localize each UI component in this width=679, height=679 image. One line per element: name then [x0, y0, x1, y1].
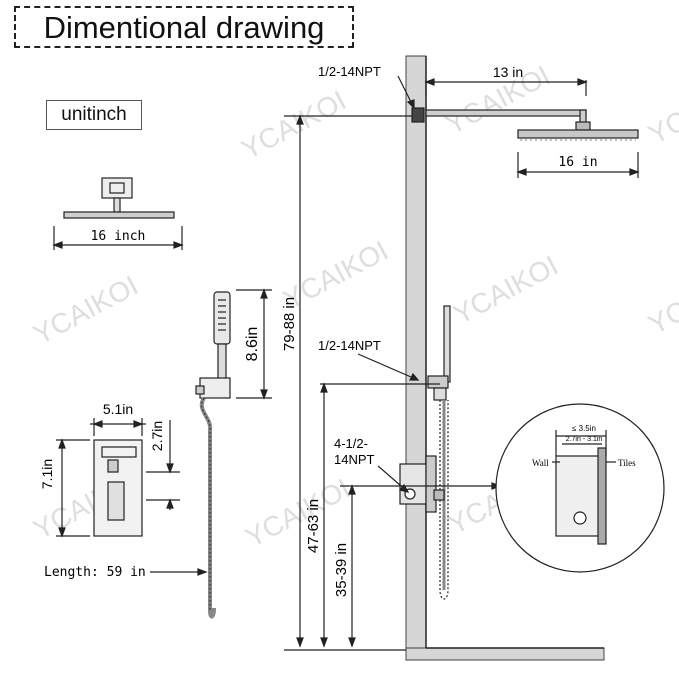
shower-arm — [397, 75, 640, 178]
npt-mid-label: 1/2-14NPT — [318, 338, 381, 353]
head-width-label: 16 inch — [91, 229, 146, 244]
title-frame: Dimentional drawing — [14, 6, 354, 48]
handheld-height-label: 8.6in — [244, 327, 261, 362]
valve-height-label: 47-63 in — [305, 499, 322, 553]
npt-valve-label-1: 4-1/2- — [334, 436, 368, 451]
tiles-label: Tiles — [618, 458, 636, 468]
total-height-label: 79-88 in — [281, 297, 298, 351]
plate-inner-label: 2.7in — [149, 421, 165, 451]
page-title: Dimentional drawing — [43, 10, 325, 45]
total-height-dim — [284, 114, 412, 651]
depth-detail — [495, 403, 665, 573]
unit-label: unitinch — [61, 104, 127, 125]
arm-length-label: 13 in — [493, 64, 523, 80]
hose-length-arrow — [150, 568, 208, 576]
plate-width-label: 5.1in — [103, 401, 133, 417]
plate-height-label: 7.1in — [39, 459, 55, 489]
wall-fixtures — [320, 305, 502, 648]
watermark: YCAIKOI — [448, 250, 563, 331]
watermark: YCAIKOI — [643, 260, 679, 341]
watermark: YCAIKOI — [643, 70, 679, 151]
npt-valve-label-2: 14NPT — [334, 452, 375, 467]
unit-frame: unitinch — [46, 100, 142, 130]
handheld-assembly — [195, 288, 272, 619]
head-top-view — [52, 177, 184, 250]
wall-label: Wall — [532, 458, 549, 468]
max-depth-label: ≤ 3.5in — [572, 424, 596, 433]
depth-range-label: 2.7in - 3.1in — [566, 436, 603, 443]
valve-plate — [56, 418, 180, 538]
npt-top-label: 1/2-14NPT — [318, 64, 381, 79]
watermark: YCAIKOI — [28, 270, 143, 351]
head-width-right-label: 16 in — [558, 155, 597, 170]
watermark: YCAIKOI — [236, 85, 351, 166]
valve-low-height-label: 35-39 in — [333, 543, 350, 597]
watermark: YCAIKOI — [240, 473, 355, 554]
hose-length-label: Length: 59 in — [44, 565, 146, 580]
